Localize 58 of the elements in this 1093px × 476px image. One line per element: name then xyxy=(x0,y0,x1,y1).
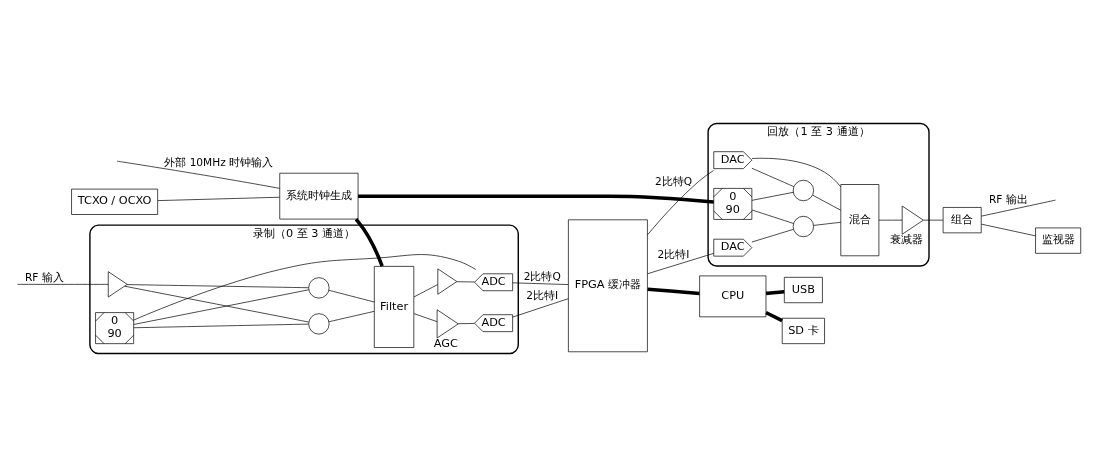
connector xyxy=(457,322,475,324)
edge-label: RF 输入 xyxy=(24,270,64,283)
edge-label: RF 输出 xyxy=(988,192,1028,205)
node-triangle xyxy=(107,270,128,297)
node-box: FPGA 缓冲器 xyxy=(568,218,648,352)
connector xyxy=(413,312,438,322)
connector xyxy=(980,199,1056,216)
node-box: 组合 xyxy=(942,206,982,233)
edge-label: 2比特I xyxy=(657,247,690,260)
connector xyxy=(328,289,375,302)
connector xyxy=(157,196,280,201)
connector xyxy=(751,228,794,242)
connector xyxy=(765,289,785,295)
node-box: TCXO / OCXO xyxy=(71,188,158,215)
connector xyxy=(751,167,795,187)
node-box: USB xyxy=(783,276,823,303)
node-box: Filter xyxy=(373,265,415,348)
connector xyxy=(133,253,477,320)
node-triangle xyxy=(437,268,458,295)
connector xyxy=(751,157,841,187)
connector xyxy=(126,283,309,288)
connector xyxy=(512,297,569,317)
connector xyxy=(647,252,714,274)
connector xyxy=(512,281,569,285)
connector xyxy=(358,193,714,204)
node-label: 衰减器 xyxy=(889,232,923,246)
node-box: 混合 xyxy=(840,183,880,256)
node-box: SD 卡 xyxy=(781,317,825,344)
node-circle xyxy=(792,215,814,237)
connector xyxy=(812,194,841,210)
connector xyxy=(647,169,714,235)
node-circle xyxy=(308,312,330,334)
connector xyxy=(116,160,280,189)
connector xyxy=(328,310,375,322)
connector xyxy=(813,221,842,226)
connector xyxy=(980,223,1036,236)
edge-label: 2比特I xyxy=(526,288,559,301)
node-circle xyxy=(792,179,814,201)
edge-label: 外部 10MHz 时钟输入 xyxy=(164,155,274,168)
edge-label: 2比特Q xyxy=(523,269,561,282)
connector xyxy=(751,209,794,224)
connector xyxy=(354,217,384,267)
connector xyxy=(133,288,310,325)
connector xyxy=(124,285,310,322)
node-box: CPU xyxy=(699,275,767,317)
edge-label: 2比特Q xyxy=(655,174,693,187)
node-label: AGC xyxy=(433,336,459,350)
connector xyxy=(765,310,783,322)
connector xyxy=(751,191,794,201)
node-circle xyxy=(308,276,330,298)
connector xyxy=(923,219,944,220)
node-box: 监视器 xyxy=(1035,227,1082,254)
connector xyxy=(456,280,475,282)
connector xyxy=(413,283,439,297)
connector xyxy=(17,283,109,285)
connector xyxy=(647,286,700,295)
node-box: 系统时钟生成 xyxy=(279,172,359,219)
connector xyxy=(133,323,309,328)
